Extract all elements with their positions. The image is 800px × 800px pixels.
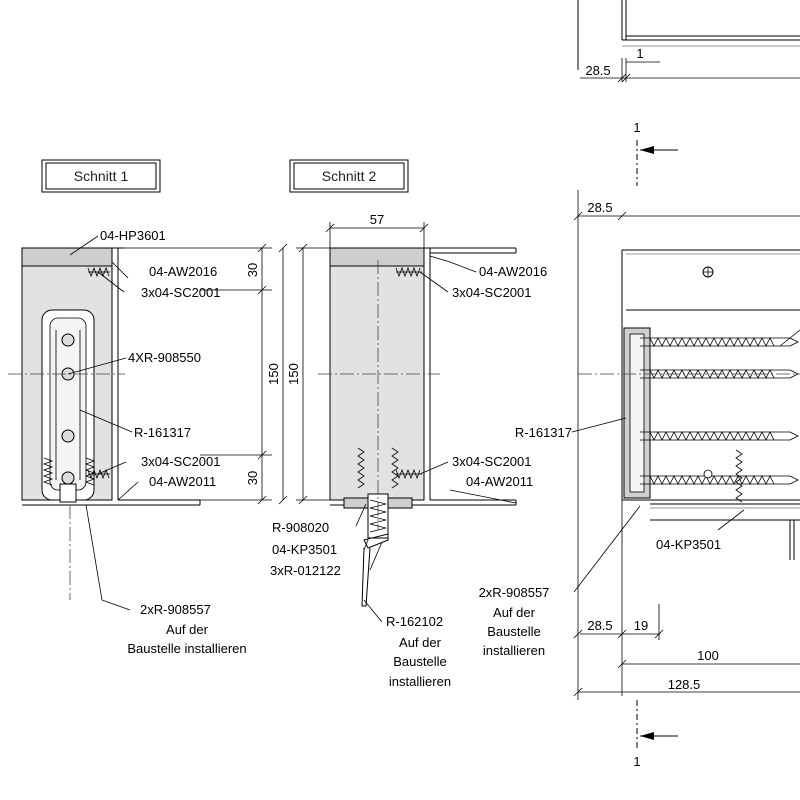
- detail-note-line1: Auf der: [493, 605, 536, 620]
- schnitt-2-label-012122: 3xR-012122: [270, 563, 341, 578]
- detail-dim-100: 100: [697, 648, 719, 663]
- schnitt-1-dim-30-top: 30: [245, 263, 260, 277]
- schnitt-1-label-sc2001-bottom: 3x04-SC2001: [141, 454, 221, 469]
- detail-dim-28-5-bottom: 28.5: [587, 618, 612, 633]
- detail-long-screws: [640, 337, 799, 503]
- screw-head-4: [61, 471, 75, 485]
- schnitt-1-label-908550: 4XR-908550: [128, 350, 201, 365]
- schnitt-1-top-board: [21, 247, 113, 267]
- schnitt-1-label-aw2011: 04-AW2011: [149, 474, 216, 489]
- detail-label-kp3501: 04-KP3501: [656, 537, 721, 552]
- detail-label-161317: R-161317: [515, 425, 572, 440]
- schnitt-1-note-line1: Auf der: [166, 622, 209, 637]
- detail-section-mark-top: 1: [633, 120, 640, 135]
- schnitt-1-note-line2: Baustelle installieren: [127, 641, 246, 656]
- detail-dim-128-5: 128.5: [668, 677, 701, 692]
- section-arrow-bottom: [640, 732, 654, 740]
- detail-dim-1: 1: [636, 46, 643, 61]
- schnitt-2-label-kp3501: 04-KP3501: [272, 542, 337, 557]
- schnitt-2-r162102: [361, 547, 371, 607]
- schnitt-1-title-inner: [45, 162, 157, 190]
- detail-view: 28.5 1 1 28.5: [479, 0, 800, 769]
- schnitt-2-label-aw2016: 04-AW2016: [479, 264, 547, 279]
- schnitt-2-title-inner: [293, 162, 405, 190]
- schnitt-2-screw-top: [395, 266, 422, 278]
- detail-dim-28-5-top: 28.5: [585, 63, 610, 78]
- schnitt-2-view: Schnitt 2 57: [270, 159, 547, 689]
- schnitt-2-dim-57: 57: [370, 212, 384, 227]
- detail-dim-19: 19: [634, 618, 648, 633]
- detail-label-908557: 2xR-908557: [479, 585, 550, 600]
- schnitt-2-note-line2: Baustelle: [393, 654, 446, 669]
- detail-dim-28-5-mid: 28.5: [587, 200, 612, 215]
- schnitt-2-label-908020: R-908020: [272, 520, 329, 535]
- schnitt-2-kp3501: [363, 533, 389, 549]
- schnitt-2-label-162102: R-162102: [386, 614, 443, 629]
- detail-section-mark-bottom: 1: [633, 754, 640, 769]
- schnitt-2-label-sc2001-bottom: 3x04-SC2001: [452, 454, 532, 469]
- schnitt-2-note-line1: Auf der: [399, 635, 442, 650]
- schnitt-2-label-sc2001-top: 3x04-SC2001: [452, 285, 532, 300]
- schnitt-1-label-hp3601: 04-HP3601: [100, 228, 166, 243]
- schnitt-1-label-sc2001-top: 3x04-SC2001: [141, 285, 221, 300]
- schnitt-2-vscrew-right: [391, 447, 399, 489]
- schnitt-1-dim-30-bottom: 30: [245, 471, 260, 485]
- schnitt-2-screw-bottom: [395, 468, 422, 480]
- schnitt-2-dim-150: 150: [286, 363, 301, 385]
- schnitt-1-view: Schnitt 1: [8, 159, 288, 656]
- detail-note-line3: installieren: [483, 643, 545, 658]
- schnitt-1-title: Schnitt 1: [74, 168, 129, 184]
- schnitt-2-top-board: [329, 247, 425, 267]
- schnitt-1-label-908557: 2xR-908557: [140, 602, 211, 617]
- schnitt-1-dim-150: 150: [266, 363, 281, 385]
- screw-head-1: [61, 333, 75, 347]
- section-arrow-top: [640, 146, 654, 154]
- detail-note-line2: Baustelle: [487, 624, 540, 639]
- schnitt-1-label-aw2016: 04-AW2016: [149, 264, 217, 279]
- schnitt-2-title: Schnitt 2: [322, 168, 377, 184]
- schnitt-1-screw-left: [42, 457, 54, 486]
- schnitt-1-screw-right: [84, 457, 96, 486]
- schnitt-2-note-line3: installieren: [389, 674, 451, 689]
- schnitt-2-vscrew-left: [357, 447, 365, 489]
- screw-head-3: [61, 429, 75, 443]
- schnitt-2-label-aw2011: 04-AW2011: [466, 474, 533, 489]
- schnitt-1-label-161317: R-161317: [134, 425, 191, 440]
